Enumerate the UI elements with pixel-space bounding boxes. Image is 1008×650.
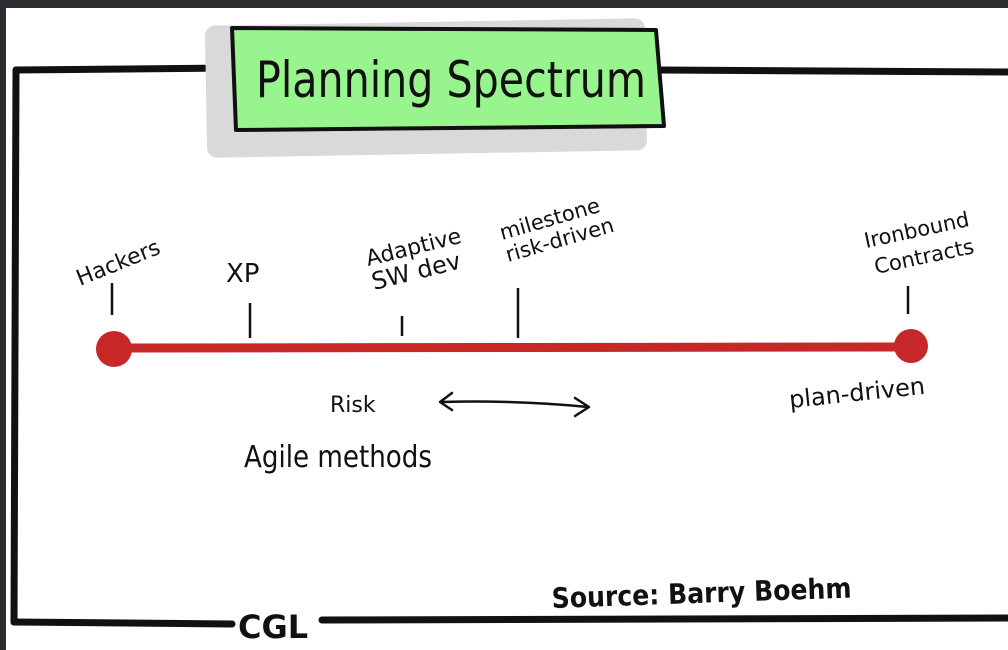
agile-methods-label: Agile methods xyxy=(244,440,432,475)
marker-label-hackers: Hackers xyxy=(73,235,164,291)
frame-bottom-left xyxy=(10,618,236,628)
spectrum-right-endpoint xyxy=(894,329,928,363)
arrow-head-left-icon xyxy=(438,391,454,412)
source-citation: Source: Barry Boehm xyxy=(551,572,852,615)
title-text: Planning Spectrum xyxy=(256,51,646,109)
whiteboard-canvas: Planning Spectrum Hackers XP Adaptive SW… xyxy=(6,8,1008,650)
arrow-head-right-icon xyxy=(573,396,591,418)
risk-label: Risk xyxy=(330,393,376,418)
cgl-logo: CGL xyxy=(238,608,308,646)
frame-bottom-right xyxy=(318,614,1008,624)
plan-driven-label: plan-driven xyxy=(788,372,927,414)
frame-top-left xyxy=(12,64,236,74)
spectrum-left-endpoint xyxy=(96,331,132,367)
marker-label-xp: XP xyxy=(226,259,260,289)
spectrum-line xyxy=(105,342,915,353)
frame-top-right xyxy=(656,66,1008,76)
title-box xyxy=(230,26,666,132)
frame-left xyxy=(10,66,20,626)
double-arrow xyxy=(440,400,590,409)
diagram-svg: Planning Spectrum Hackers XP Adaptive SW… xyxy=(10,18,1008,646)
